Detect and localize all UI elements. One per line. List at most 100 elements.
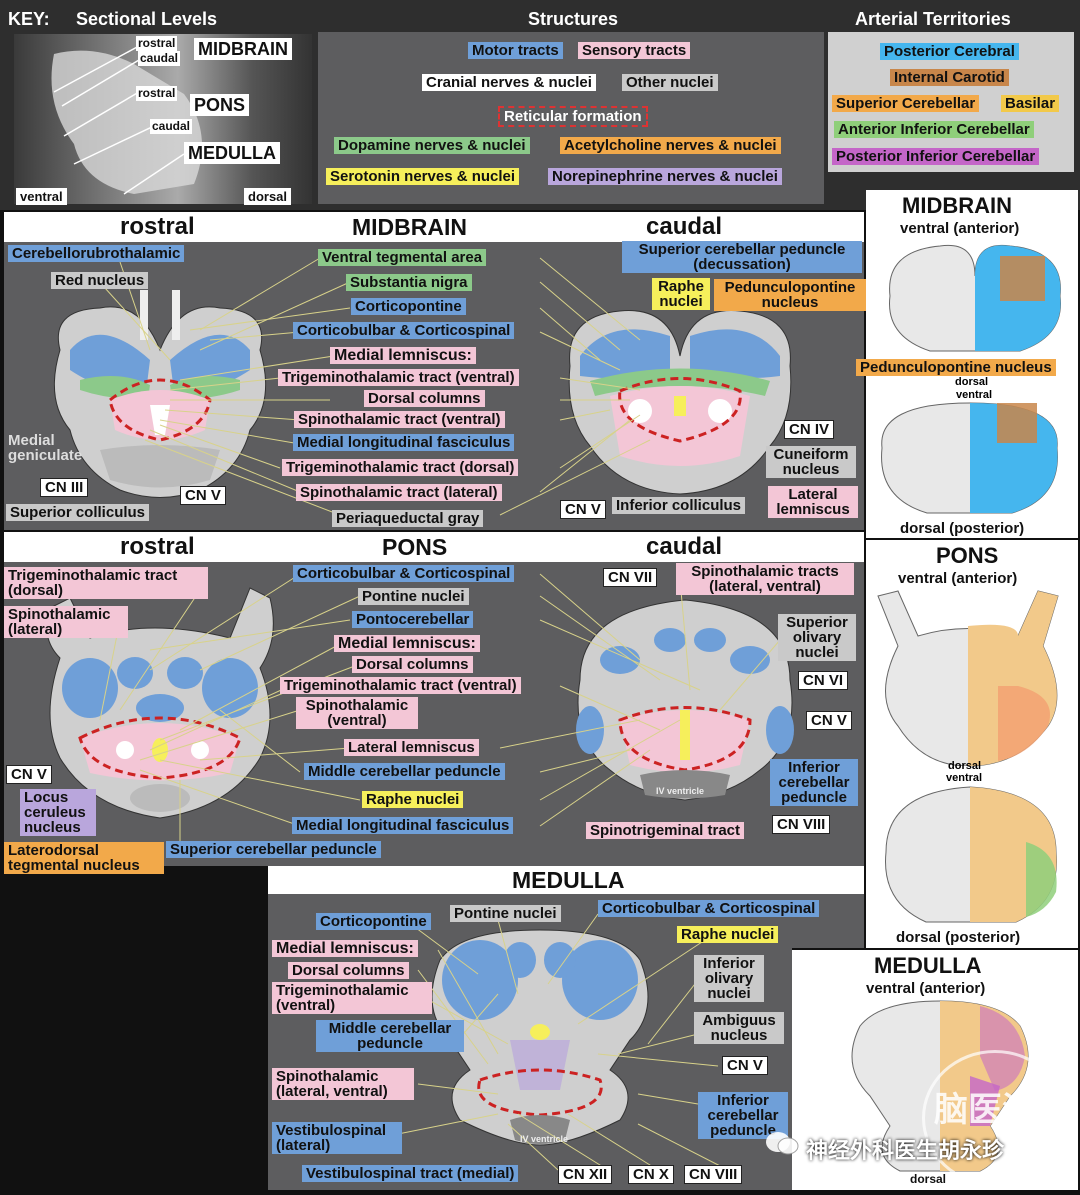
legend-superior-cerebellar: Superior Cerebellar: [832, 95, 980, 112]
med-corticopontine: Corticopontine: [316, 913, 431, 930]
legend-norepinephrine: Norepinephrine nerves & nuclei: [548, 168, 782, 185]
pons-icp: Inferior cerebellar peduncle: [770, 759, 858, 806]
legend-other: Other nuclei: [622, 74, 718, 91]
med-iv-ventricle: IV ventricle: [520, 1134, 569, 1144]
med-dorsal-columns: Dorsal columns: [288, 962, 409, 979]
pons-mcp: Middle cerebellar peduncle: [304, 763, 505, 780]
terr-medulla-dorsal: dorsal: [910, 1172, 947, 1186]
med-cn5: CN V: [722, 1056, 768, 1075]
legend-aica: Anterior Inferior Cerebellar: [834, 121, 1034, 138]
pons-cn8: CN VIII: [772, 815, 831, 834]
mb-spino-ventral: Spinothalamic tract (ventral): [294, 411, 505, 428]
mb-mlf: Medial longitudinal fasciculus: [293, 434, 515, 451]
key-ventral: ventral: [16, 188, 67, 205]
midbrain-rostral-section: [53, 290, 267, 498]
pons-spinotrigeminal: Spinotrigeminal tract: [586, 822, 745, 839]
mb-cn4: CN IV: [784, 420, 835, 439]
mb-inferior-colliculus: Inferior colliculus: [612, 497, 746, 514]
region-pons: PONS: [190, 94, 250, 116]
terr-midbrain-ventral: ventral (anterior): [900, 220, 1020, 237]
legend-reticular: Reticular formation: [498, 106, 648, 127]
terr-midbrain-ppn: Pedunculopontine nucleus: [856, 359, 1056, 376]
region-midbrain: MIDBRAIN: [194, 38, 292, 60]
pons-trig-ventral: Trigeminothalamic tract (ventral): [280, 677, 521, 694]
pons-cn6: CN VI: [798, 671, 849, 690]
mb-ppn: Pedunculopontine nucleus: [714, 279, 866, 311]
mb-trig-dorsal: Trigeminothalamic tract (dorsal): [282, 459, 519, 476]
mb-cn5a: CN V: [180, 486, 226, 505]
terr-medulla-ventral: ventral (anterior): [866, 980, 986, 997]
legend-dopamine: Dopamine nerves & nuclei: [334, 137, 530, 154]
pons-cn7: CN VII: [603, 568, 658, 587]
med-vest-lateral: Vestibulospinal (lateral): [272, 1122, 402, 1154]
mb-cn5b: CN V: [560, 500, 606, 519]
pons-leader-lines: [99, 573, 781, 850]
mb-substantia-nigra: Substantia nigra: [346, 274, 472, 291]
terr-medulla-title: MEDULLA: [874, 953, 982, 978]
mb-superior-colliculus: Superior colliculus: [6, 504, 150, 521]
mb-pag: Periaqueductal gray: [332, 510, 484, 527]
legend-pica: Posterior Inferior Cerebellar: [832, 148, 1040, 165]
med-spino: Spinothalamic (lateral, ventral): [272, 1068, 414, 1100]
arterial-title: Arterial Territories: [855, 9, 1011, 29]
pons-header-bar: [4, 532, 864, 562]
pons-cn5a: CN V: [6, 765, 52, 784]
mb-cerebellorubrothalamic: Cerebellorubrothalamic: [8, 245, 185, 262]
mb-medial-geniculate: Medial geniculate: [8, 432, 83, 464]
mb-medial-lemniscus: Medial lemniscus:: [330, 347, 476, 364]
med-mcp: Middle cerebellar peduncle: [316, 1020, 464, 1052]
pons-pontine-nuclei: Pontine nuclei: [358, 588, 469, 605]
pons-laterodorsal: Laterodorsal tegmental nucleus: [4, 842, 164, 874]
key-title: KEY:: [8, 9, 50, 29]
mb-cuneiform: Cuneiform nucleus: [766, 446, 856, 478]
med-corticobulbar: Corticobulbar & Corticospinal: [598, 900, 820, 917]
watermark-logo-text: 脑医汇: [934, 1090, 1036, 1130]
pons-spino-tracts: Spinothalamic tracts (lateral, ventral): [676, 563, 854, 595]
key-dorsal: dorsal: [244, 188, 292, 205]
wechat-icon: [764, 1130, 800, 1156]
legend-cranial: Cranial nerves & nuclei: [422, 74, 596, 91]
pons-sup-olivary: Superior olivary nuclei: [778, 614, 856, 661]
pons-cn5b: CN V: [806, 711, 852, 730]
terr-pons-ventral-small: ventral: [946, 772, 983, 784]
medulla-leader-lines: [397, 913, 729, 1171]
terr-midbrain-caudal: [881, 402, 1058, 514]
legend-basilar: Basilar: [1001, 95, 1060, 112]
pons-rostral-section: [46, 587, 274, 819]
med-medial-lemniscus: Medial lemniscus:: [272, 940, 418, 957]
mb-corticopontine: Corticopontine: [351, 298, 466, 315]
midbrain-title: MIDBRAIN: [352, 214, 467, 240]
level-caudal-1: caudal: [138, 51, 181, 66]
legend-posterior-cerebral: Posterior Cerebral: [880, 43, 1019, 60]
pons-pontocerebellar: Pontocerebellar: [352, 611, 474, 628]
pons-lateral-lemniscus: Lateral lemniscus: [344, 739, 479, 756]
level-caudal-2: caudal: [150, 119, 193, 134]
terr-midbrain-dorsal-small: dorsal: [955, 376, 989, 388]
pons-scp: Superior cerebellar peduncle: [166, 841, 381, 858]
terr-pons-rostral: [877, 590, 1059, 766]
terr-pons-ventral: ventral (anterior): [898, 570, 1018, 587]
level-rostral-2: rostral: [136, 86, 178, 101]
pons-raphe: Raphe nuclei: [362, 791, 464, 808]
mb-corticobulbar: Corticobulbar & Corticospinal: [293, 322, 515, 339]
mb-scp-decussation: Superior cerebellar peduncle (decussatio…: [622, 241, 862, 273]
pons-iv-ventricle: IV ventricle: [656, 786, 705, 796]
terr-midbrain-ventral-small: ventral: [956, 389, 993, 401]
pons-medial-lemniscus: Medial lemniscus:: [334, 635, 480, 652]
legend-motor: Motor tracts: [468, 42, 563, 59]
pons-dorsal-columns: Dorsal columns: [352, 656, 473, 673]
pons-trig-dorsal: Trigeminothalamic tract (dorsal): [4, 567, 208, 599]
legend-internal-carotid: Internal Carotid: [890, 69, 1009, 86]
sectional-levels-title: Sectional Levels: [76, 9, 218, 29]
legend-acetylcholine: Acetylcholine nerves & nuclei: [560, 137, 781, 154]
mb-raphe: Raphe nuclei: [652, 278, 710, 310]
mb-spino-lateral: Spinothalamic tract (lateral): [296, 484, 502, 501]
pons-rostral: rostral: [120, 533, 195, 560]
med-vest-medial: Vestibulospinal tract (medial): [302, 1165, 519, 1182]
midbrain-caudal: caudal: [646, 213, 723, 240]
watermark-caption: 神经外科医生胡永珍: [806, 1139, 1005, 1164]
med-ambiguus: Ambiguus nucleus: [694, 1012, 784, 1044]
terr-pons-caudal: [885, 786, 1057, 923]
midbrain-caudal-section: [568, 310, 792, 495]
med-cn8: CN VIII: [684, 1165, 743, 1184]
